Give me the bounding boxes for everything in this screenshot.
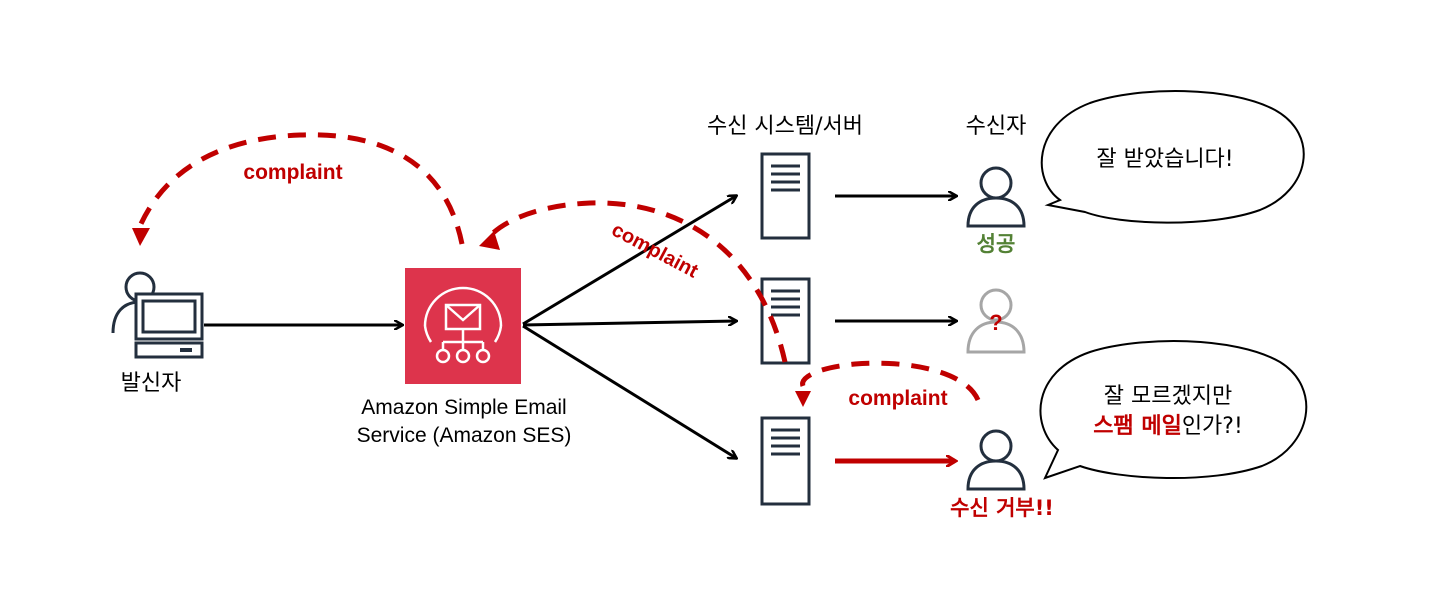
complaint-label-3: complaint: [848, 387, 947, 410]
complaint-label-2: complaint: [608, 219, 702, 283]
complaint-arc-ses-to-sender: [137, 132, 465, 245]
server-icon: [760, 416, 811, 506]
ses-to-server-2-arrow: [522, 321, 736, 327]
receiving-system-title: 수신 시스템/서버: [707, 114, 863, 139]
recipient-success-icon: [966, 166, 1026, 228]
spam-mail-emphasis: 스팸 메일: [1093, 414, 1182, 439]
recipient-rejected-icon: [966, 429, 1026, 491]
complaint-arc-server-to-ses: [488, 200, 788, 363]
complaint-arc-recipient-to-server: [800, 360, 981, 402]
ses-label-line2: Service (Amazon SES): [357, 424, 572, 447]
recipients-title: 수신자: [966, 114, 1027, 139]
speech-bubble-success-text: 잘 받았습니다!: [1096, 147, 1233, 172]
sender-icon: [111, 271, 204, 359]
speech-bubble-rejected: [1039, 340, 1308, 480]
complaint-arrowhead: [795, 391, 811, 407]
server-icon: [760, 277, 811, 365]
speech-bubble-rejected-line2-rest: 인가?!: [1182, 414, 1243, 439]
recipient-unknown-mark: ?: [989, 310, 1002, 335]
complaint-arrowhead: [479, 231, 500, 250]
speech-bubble-success: [1040, 90, 1305, 224]
recipient-rejected-status: 수신 거부!!: [950, 496, 1054, 520]
ses-label-line1: Amazon Simple Email: [361, 396, 566, 419]
complaint-arrowhead: [132, 228, 150, 246]
recipient-success-status: 성공: [977, 232, 1016, 256]
ses-icon: [405, 268, 521, 384]
server-icon: [760, 152, 811, 240]
speech-bubble-rejected-line2: 스팸 메일인가?!: [1093, 414, 1243, 439]
sender-label: 발신자: [121, 371, 182, 396]
speech-bubble-rejected-line1: 잘 모르겠지만: [1104, 384, 1232, 409]
complaint-label-1: complaint: [243, 161, 342, 184]
ses-to-server-1-arrow: [522, 196, 736, 326]
recipient-unknown-icon: [966, 288, 1026, 354]
ses-to-server-3-arrow: [522, 324, 736, 458]
